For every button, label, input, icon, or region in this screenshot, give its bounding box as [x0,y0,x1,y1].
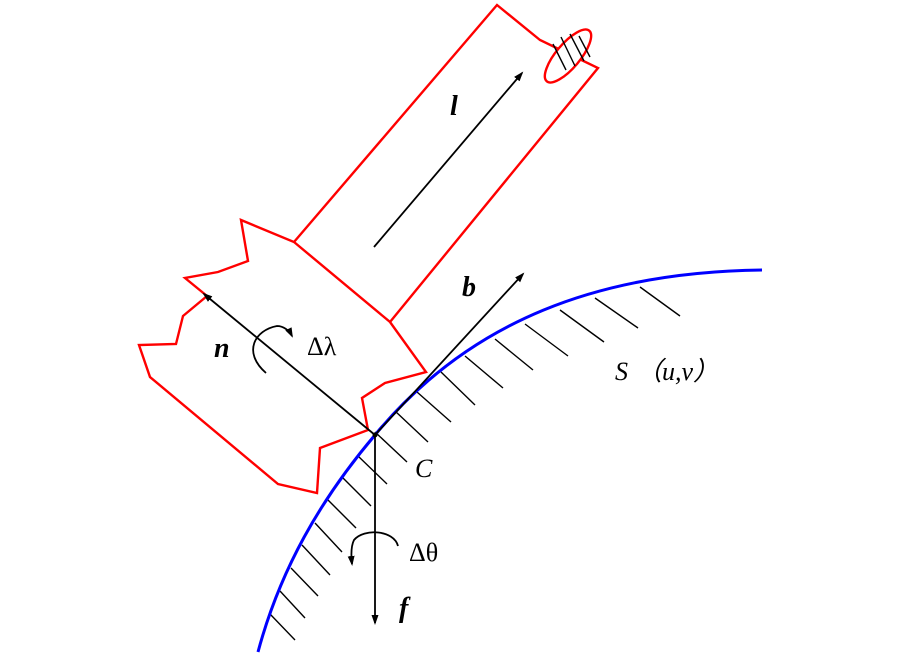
l-label: l [450,91,458,122]
b-label: b [462,272,476,303]
surface-params-label: （u,v） [636,357,719,386]
contact-point-dot [372,432,378,438]
surface-hatching [269,286,681,641]
l-vector [373,71,524,248]
n-label: n [214,333,230,364]
f-label: f [399,593,411,624]
delta-lambda-rotation-arrow [252,325,293,374]
shank-end-ellipse [543,28,593,84]
delta-lambda-label: Δλ [307,332,337,361]
cutter-head [137,218,428,495]
b-vector [374,272,525,436]
n-vector [202,292,376,436]
contact-point-label: C [415,454,433,483]
surface-name-label: S [615,357,628,386]
delta-theta-label: Δθ [409,538,438,567]
delta-theta-rotation-arrow [347,531,399,566]
